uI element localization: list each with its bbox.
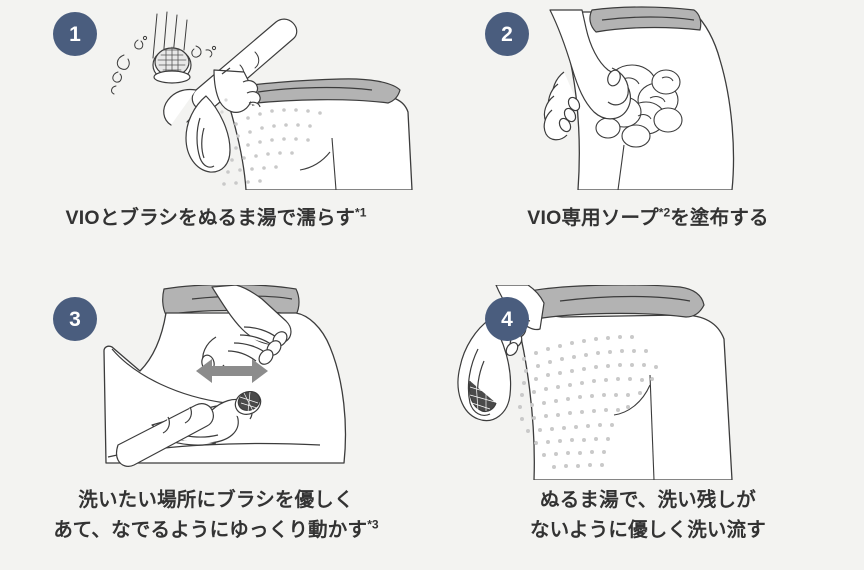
- caption-text: ないように優しく洗い流す: [529, 519, 766, 542]
- step-number-4: 4: [501, 307, 513, 331]
- step-number-badge-1: 1: [53, 12, 97, 56]
- footnote-marker: *3: [367, 517, 379, 532]
- caption-text: VIOとブラシをぬるま湯で濡らす: [65, 207, 356, 229]
- caption-text: 洗いたい場所にブラシを優しく: [78, 489, 354, 511]
- footnote-marker: *1: [355, 205, 367, 220]
- caption-block: 洗いたい場所にブラシを優しく あて、なでるようにゆっくり動かす*3: [0, 485, 432, 545]
- step-number-badge-3: 3: [53, 297, 97, 341]
- caption-line: ないように優しく洗い流す: [432, 515, 864, 545]
- step-panel-1: 1: [0, 0, 432, 285]
- step-2-caption: VIO専用ソープ*2を塗布する: [432, 203, 864, 233]
- step-number-2: 2: [501, 22, 513, 46]
- step-2-illustration: [432, 0, 864, 190]
- caption-text-before: VIO専用ソープ: [527, 207, 659, 229]
- caption-text: ぬるま湯で、洗い残しが: [540, 489, 756, 511]
- step-number-badge-2: 2: [485, 12, 529, 56]
- caption-line: VIO専用ソープ*2を塗布する: [432, 203, 864, 233]
- caption-line: 洗いたい場所にブラシを優しく: [0, 485, 432, 515]
- step-number-1: 1: [69, 22, 81, 46]
- step-3-caption: 洗いたい場所にブラシを優しく あて、なでるようにゆっくり動かす*3: [0, 485, 432, 545]
- bidirectional-arrow: [196, 359, 268, 383]
- footnote-marker: *2: [658, 205, 671, 220]
- step-3-illustration: [0, 285, 432, 480]
- caption-line: あて、なでるようにゆっくり動かす*3: [0, 515, 432, 545]
- step-panel-3: 3: [0, 285, 432, 570]
- step-number-3: 3: [69, 307, 81, 331]
- step-1-illustration: [0, 0, 432, 190]
- step-1-caption: VIOとブラシをぬるま湯で濡らす*1: [0, 203, 432, 233]
- caption-line: ぬるま湯で、洗い残しが: [432, 485, 864, 515]
- caption-text: あて、なでるようにゆっくり動かす: [53, 519, 368, 542]
- step-4-illustration: [432, 285, 864, 480]
- caption-line: VIOとブラシをぬるま湯で濡らす*1: [0, 203, 432, 233]
- caption-block: ぬるま湯で、洗い残しが ないように優しく洗い流す: [432, 485, 864, 545]
- step-4-caption: ぬるま湯で、洗い残しが ないように優しく洗い流す: [432, 485, 864, 545]
- step-panel-4: 4: [432, 285, 864, 570]
- caption-text-after: を塗布する: [670, 207, 769, 229]
- step-panel-2: 2: [432, 0, 864, 285]
- step-number-badge-4: 4: [485, 297, 529, 341]
